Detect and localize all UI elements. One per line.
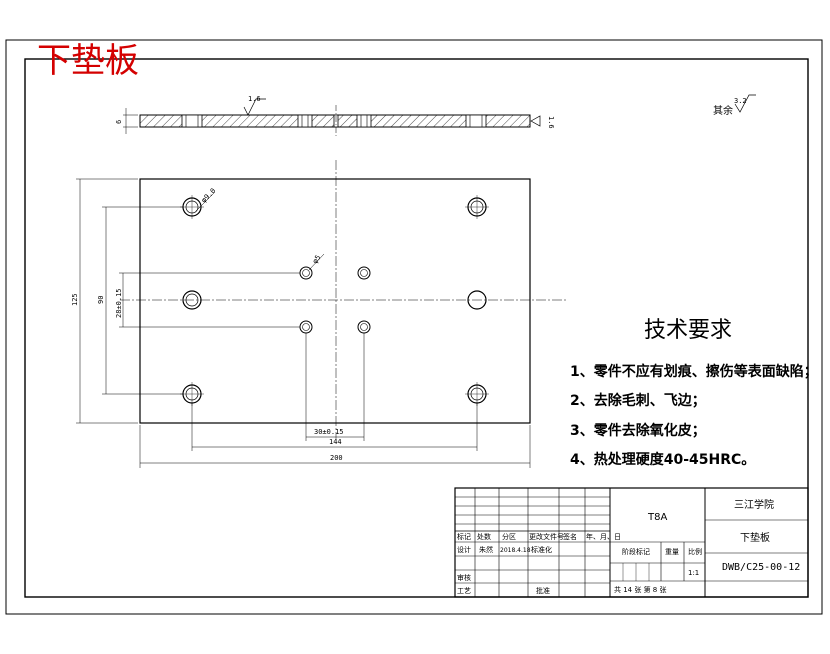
tb-scale-value: 1:1	[688, 569, 699, 577]
outer-border	[5, 39, 823, 615]
tb-design-date: 2018.4.18	[500, 547, 531, 554]
hole-large	[465, 382, 489, 406]
hole-large	[467, 290, 487, 310]
roughness-other: 其余 3.2	[713, 94, 756, 117]
svg-text:其余: 其余	[713, 104, 733, 117]
thickness-dim: 6	[115, 120, 123, 124]
section-view: 6 1.6 1.6	[115, 95, 555, 136]
tb-header-label: 标记	[457, 532, 471, 541]
tb-scale-label: 比例	[688, 547, 702, 556]
tb-weight-label: 重量	[665, 548, 679, 556]
tb-design-label: 设计	[457, 545, 471, 554]
tech-item: 3、零件去除氧化皮；	[570, 422, 706, 439]
svg-text:3.2: 3.2	[734, 97, 747, 105]
part-title-red: 下垫板	[37, 41, 139, 81]
hole-small	[299, 320, 313, 334]
tb-part-name: 下垫板	[740, 531, 770, 544]
dim-width-outer: 144	[329, 438, 342, 446]
hole-dia-small-label: φ5	[311, 254, 322, 266]
dim-width-inner: 30±0.15	[314, 428, 344, 436]
tb-header-label: 年、月、日	[586, 532, 621, 541]
tech-item: 4、热处理硬度40-45HRC。	[570, 451, 755, 468]
hole-large	[180, 382, 204, 406]
plan-view: φ9.0 φ5 125 90 28±0.15 30±0.15 144 200	[71, 160, 566, 468]
tb-header-label: 分区	[502, 532, 516, 541]
tb-review-label: 审核	[457, 573, 471, 582]
hole-small	[357, 266, 371, 280]
tb-header-label: 处数	[477, 532, 491, 541]
tech-title: 技术要求	[644, 318, 732, 343]
roughness-top: 1.6	[248, 95, 261, 103]
tech-item: 2、去除毛刺、飞边；	[570, 392, 706, 409]
tb-approve-label: 批准	[536, 586, 550, 595]
tb-standardization: 标准化	[531, 545, 552, 554]
tb-designer: 朱然	[479, 545, 493, 554]
tech-requirements: 技术要求 1、零件不应有划痕、擦伤等表面缺陷； 2、去除毛刺、飞边； 3、零件去…	[570, 318, 818, 468]
tb-drawing-number: DWB/C25-00-12	[722, 562, 800, 573]
inner-border	[24, 58, 809, 598]
dim-height-inner: 28±0.15	[115, 288, 123, 318]
title-block: 标记 处数 分区 更改文件号 签名 年、月、日 设计 朱然 2018.4.18 …	[454, 487, 809, 598]
hole-dia-large-label: φ9.0	[200, 187, 218, 205]
dim-height-total: 125	[71, 293, 79, 306]
roughness-side: 1.6	[547, 116, 555, 129]
tb-header-label: 签名	[563, 532, 577, 541]
hole-large	[182, 290, 202, 310]
dim-height-outer: 90	[97, 296, 105, 304]
tech-item: 1、零件不应有划痕、擦伤等表面缺陷；	[570, 363, 818, 380]
tb-header-label: 更改文件号	[529, 532, 564, 541]
tb-stage-mark-label: 阶段标记	[622, 547, 650, 556]
tb-sheets: 共 14 张 第 8 张	[614, 585, 667, 594]
hole-small	[357, 320, 371, 334]
tb-material: T8A	[647, 512, 667, 523]
dim-width-total: 200	[330, 454, 343, 462]
tb-school: 三江学院	[734, 498, 774, 511]
tb-process-label: 工艺	[457, 587, 471, 595]
hole-large	[465, 195, 489, 219]
